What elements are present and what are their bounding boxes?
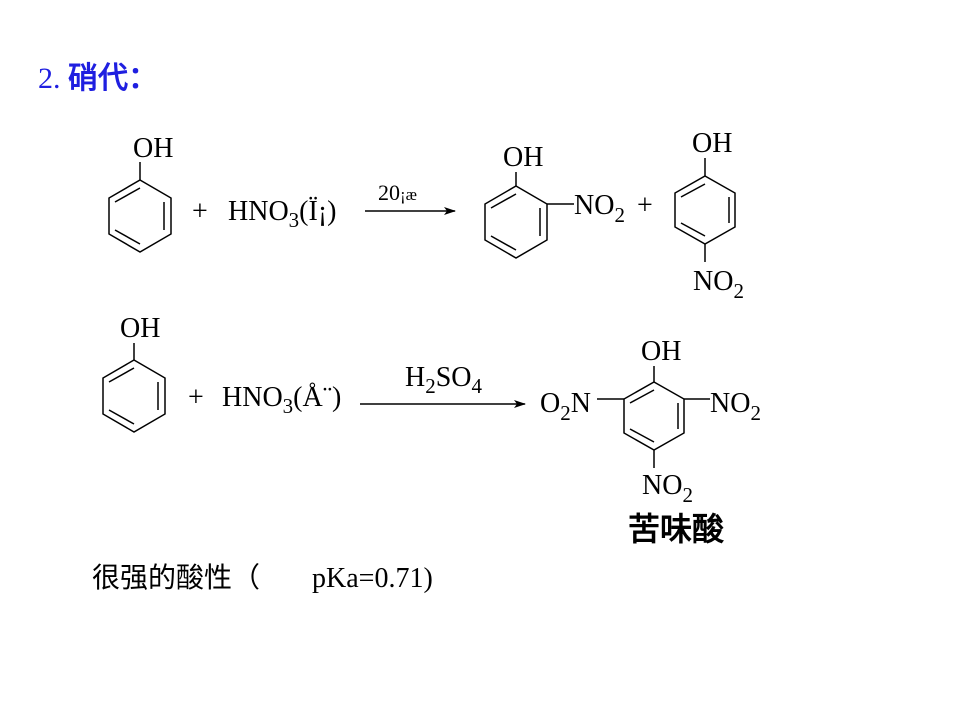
nitric-acid-concentrated: HNO3(Å¨) — [222, 382, 341, 418]
phenol-2-oh-label: OH — [120, 313, 160, 344]
para-product-no2-label: NO2 — [693, 266, 744, 303]
plus-sign-2: + — [637, 190, 653, 221]
para-product-oh-label: OH — [692, 128, 732, 159]
picric-oh-label: OH — [641, 336, 681, 367]
title-text: 硝代： — [68, 61, 158, 96]
picric-bottom-no2-label: NO2 — [642, 470, 693, 507]
reaction-2-catalyst: H2SO4 — [405, 362, 483, 398]
plus-sign-1: + — [192, 196, 208, 227]
reaction-1-condition: 20¡æ — [378, 180, 417, 205]
picric-acid-structure: OH O2N NO2 NO2 — [540, 336, 761, 507]
phenol-oh-label: OH — [133, 133, 173, 164]
plus-sign-3: + — [188, 382, 204, 413]
ortho-product-oh-label: OH — [503, 142, 543, 173]
slide-title: 2. 硝代： — [38, 61, 158, 96]
title-number: 2. — [38, 62, 61, 95]
para-nitrophenol-structure: OH NO2 — [674, 128, 744, 303]
acidity-note-pka: pKa=0.71) — [312, 563, 433, 594]
picric-left-no2-label: O2N — [540, 388, 591, 425]
reaction-1: OH + HNO3(Ï¡) 20¡æ OH NO2 + OH — [108, 128, 744, 303]
picric-right-no2-label: NO2 — [710, 388, 761, 425]
ortho-product-no2-label: NO2 — [574, 190, 625, 227]
acidity-note: 很强的酸性（ pKa=0.71) — [92, 561, 433, 594]
phenol-structure-2: OH — [102, 313, 166, 433]
phenol-structure: OH — [108, 133, 173, 253]
picric-acid-name: 苦味酸 — [628, 510, 725, 548]
reaction-2: OH + HNO3(Å¨) H2SO4 OH O2N NO2 NO2 苦味酸 — [102, 313, 761, 548]
ortho-nitrophenol-structure: OH NO2 — [484, 142, 625, 259]
nitric-acid-dilute: HNO3(Ï¡) — [228, 196, 336, 232]
acidity-note-chinese: 很强的酸性（ — [92, 561, 260, 594]
